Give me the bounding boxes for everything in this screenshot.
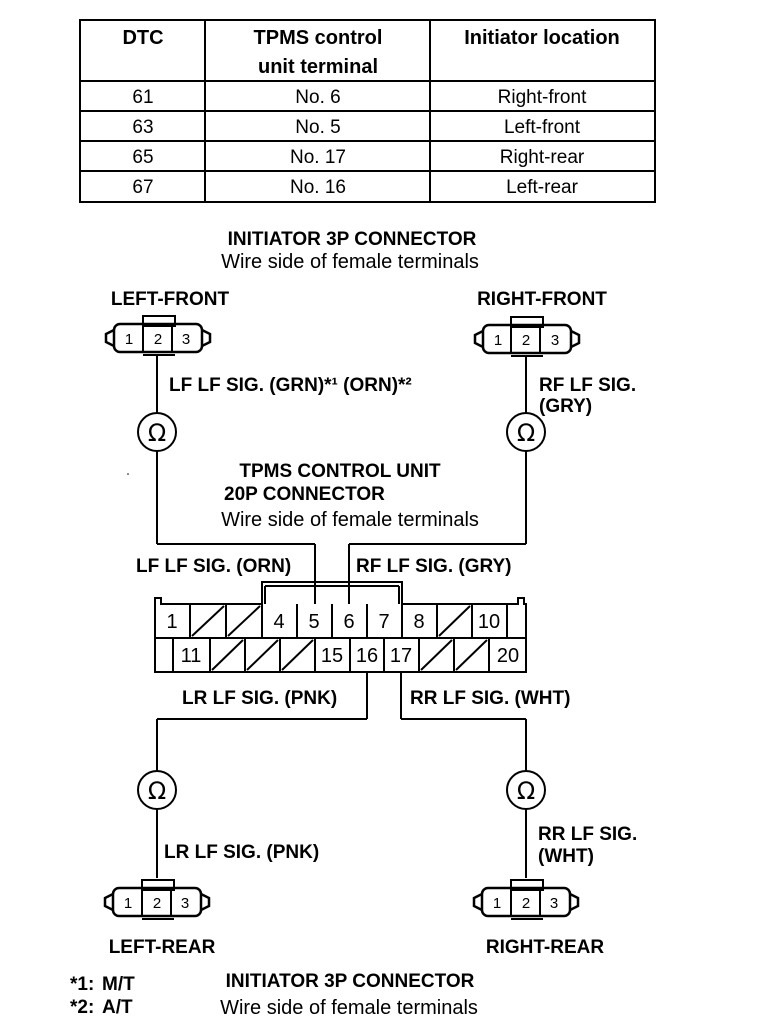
pin-label: 1 <box>124 895 132 912</box>
table-cell-dtc: 67 <box>132 177 153 198</box>
ohm-icon: Ω <box>517 419 535 447</box>
wire-label-rf-top-color: (GRY) <box>539 396 592 417</box>
wire-label-rr-bottom-color: (WHT) <box>538 846 594 867</box>
table-header-dtc: DTC <box>122 27 163 49</box>
right-front-connector: 1 2 3 <box>473 316 581 357</box>
ohmmeter-left-rear: Ω <box>137 770 177 810</box>
top-connector-subtitle: Wire side of female terminals <box>221 251 479 273</box>
pin-label: 2 <box>153 895 161 912</box>
ohm-icon: Ω <box>517 777 535 805</box>
wire-label-rr-bottom: RR LF SIG. <box>538 824 637 845</box>
table-cell-location: Left-front <box>504 117 581 138</box>
pin-label: 1 <box>493 895 501 912</box>
left-front-label: LEFT-FRONT <box>111 289 230 310</box>
note-value: M/T <box>102 974 135 995</box>
left-rear-connector: 1 2 3 <box>103 879 211 920</box>
control-unit-title: TPMS CONTROL UNIT <box>239 461 441 482</box>
table-cell-location: Right-front <box>498 87 587 108</box>
pin-label: 2 <box>522 895 530 912</box>
wire-label-lr-bottom: LR LF SIG. (PNK) <box>164 842 319 863</box>
terminal-label: 4 <box>273 611 284 633</box>
ohmmeter-right-rear: Ω <box>506 770 546 810</box>
left-front-connector: 1 2 3 <box>104 315 212 356</box>
left-rear-wire <box>156 672 368 878</box>
table-cell-terminal: No. 6 <box>295 87 340 108</box>
right-front-label: RIGHT-FRONT <box>477 289 607 310</box>
control-unit-20p-connector: 1 4 5 6 7 8 10 11 15 16 17 20 <box>154 581 527 673</box>
terminal-label: 5 <box>308 611 319 633</box>
table-cell-location: Right-rear <box>500 147 585 168</box>
table-cell-terminal: No. 17 <box>290 147 346 168</box>
table-cell-terminal: No. 5 <box>295 117 340 138</box>
bottom-connector-subtitle: Wire side of female terminals <box>220 997 478 1019</box>
right-rear-wire <box>400 672 527 878</box>
table-header-terminal-2: unit terminal <box>258 56 378 78</box>
terminal-label: 11 <box>181 645 202 667</box>
dtc-table: DTC TPMS control unit terminal Initiator… <box>79 19 656 203</box>
right-rear-label: RIGHT-REAR <box>486 937 605 958</box>
control-unit-subtitle: Wire side of female terminals <box>221 509 479 531</box>
left-front-wire <box>156 356 316 604</box>
wire-label-lr-unit: LR LF SIG. (PNK) <box>182 688 337 709</box>
left-rear-label: LEFT-REAR <box>109 937 216 958</box>
terminal-label: 7 <box>378 611 389 633</box>
pin-label: 2 <box>522 332 530 349</box>
note-key: *1: <box>70 974 94 995</box>
wire-label-rf-unit: RF LF SIG. (GRY) <box>356 556 512 577</box>
ohm-icon: Ω <box>148 777 166 805</box>
table-cell-dtc: 63 <box>132 117 153 138</box>
table-cell-dtc: 65 <box>132 147 153 168</box>
pin-label: 3 <box>551 332 559 349</box>
right-rear-connector: 1 2 3 <box>472 879 580 920</box>
terminal-label: 20 <box>497 645 519 667</box>
pin-label: 1 <box>125 331 133 348</box>
wire-label-lf-top: LF LF SIG. (GRN)*¹ (ORN)*² <box>169 375 412 396</box>
wire-label-lf-unit: LF LF SIG. (ORN) <box>136 556 291 577</box>
ohmmeter-right-front: Ω <box>506 412 546 452</box>
terminal-label: 10 <box>478 611 500 633</box>
table-cell-location: Left-rear <box>506 177 578 198</box>
pin-label: 3 <box>550 895 558 912</box>
terminal-label: 8 <box>413 611 424 633</box>
pin-label: 2 <box>154 331 162 348</box>
top-connector-title: INITIATOR 3P CONNECTOR <box>228 229 477 250</box>
terminal-label: 1 <box>166 611 177 633</box>
pin-label: 3 <box>182 331 190 348</box>
wire-label-rf-top: RF LF SIG. <box>539 375 636 396</box>
note-value: A/T <box>102 997 133 1018</box>
bottom-connector-title: INITIATOR 3P CONNECTOR <box>226 971 475 992</box>
control-unit-connector-title: 20P CONNECTOR <box>224 484 385 505</box>
table-cell-dtc: 61 <box>132 87 153 108</box>
right-front-wire <box>348 357 527 604</box>
ohmmeter-left-front: Ω <box>137 412 177 452</box>
terminal-label: 15 <box>321 645 343 667</box>
terminal-label: 16 <box>356 645 378 667</box>
table-cell-terminal: No. 16 <box>290 177 346 198</box>
terminal-label: 17 <box>390 645 412 667</box>
wire-label-rr-unit: RR LF SIG. (WHT) <box>410 688 570 709</box>
terminal-label: 6 <box>343 611 354 633</box>
pin-label: 1 <box>494 332 502 349</box>
ohm-icon: Ω <box>148 419 166 447</box>
stray-dot <box>127 473 129 475</box>
pin-label: 3 <box>181 895 189 912</box>
table-header-terminal-1: TPMS control <box>254 27 383 49</box>
note-key: *2: <box>70 997 94 1018</box>
table-header-location: Initiator location <box>464 27 620 49</box>
